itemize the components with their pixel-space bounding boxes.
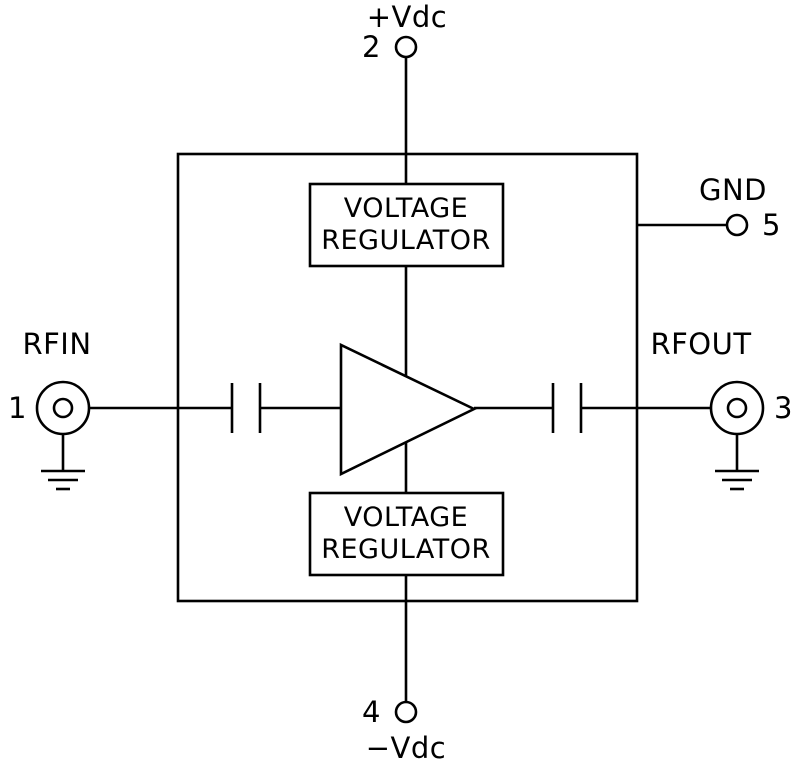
- pin-rfout-label: RFOUT: [650, 327, 751, 361]
- rfin-ground-icon: [41, 434, 85, 491]
- pin-vee-terminal-icon: [394, 700, 418, 724]
- bottom-voltage-regulator-block: VOLTAGE REGULATOR: [308, 491, 505, 577]
- rfin-connector-inner-icon: [52, 397, 74, 419]
- pin-rfin: RFIN 1: [8, 327, 91, 491]
- top-voltage-regulator-label-line2: REGULATOR: [321, 225, 491, 256]
- input-capacitor: [230, 383, 262, 433]
- pin-vcc-terminal-icon: [394, 35, 418, 59]
- top-voltage-regulator-box: [308, 182, 505, 268]
- rfout-connector-inner-icon: [726, 397, 748, 419]
- pin-gnd-label: GND: [699, 173, 767, 207]
- pin-vee-label: −Vdc: [366, 731, 447, 765]
- bottom-voltage-regulator-label-line1: VOLTAGE: [344, 502, 468, 533]
- top-voltage-regulator-label-line1: VOLTAGE: [344, 193, 468, 224]
- output-capacitor: [551, 383, 583, 433]
- pin-vcc-number: 2: [362, 30, 381, 64]
- pin-vcc-label: +Vdc: [367, 0, 448, 34]
- pin-rfout: RFOUT 3: [650, 327, 793, 491]
- pin-rfin-number: 1: [8, 391, 27, 425]
- top-voltage-regulator-block: VOLTAGE REGULATOR: [308, 182, 505, 268]
- pin-gnd-number: 5: [762, 208, 781, 242]
- rfout-ground-icon: [715, 434, 759, 491]
- pin-vcc: +Vdc 2: [362, 0, 447, 64]
- pin-gnd: GND 5: [699, 173, 781, 242]
- pin-rfout-number: 3: [774, 391, 793, 425]
- bottom-voltage-regulator-box: [308, 491, 505, 577]
- pin-vee-number: 4: [362, 695, 381, 729]
- package-outline: [176, 152, 639, 603]
- amplifier-triangle-icon: [339, 342, 477, 477]
- pin-rfin-label: RFIN: [22, 327, 91, 361]
- pin-vee: 4 −Vdc: [362, 695, 446, 765]
- pin-gnd-terminal-icon: [725, 213, 749, 237]
- bottom-voltage-regulator-label-line2: REGULATOR: [321, 534, 491, 565]
